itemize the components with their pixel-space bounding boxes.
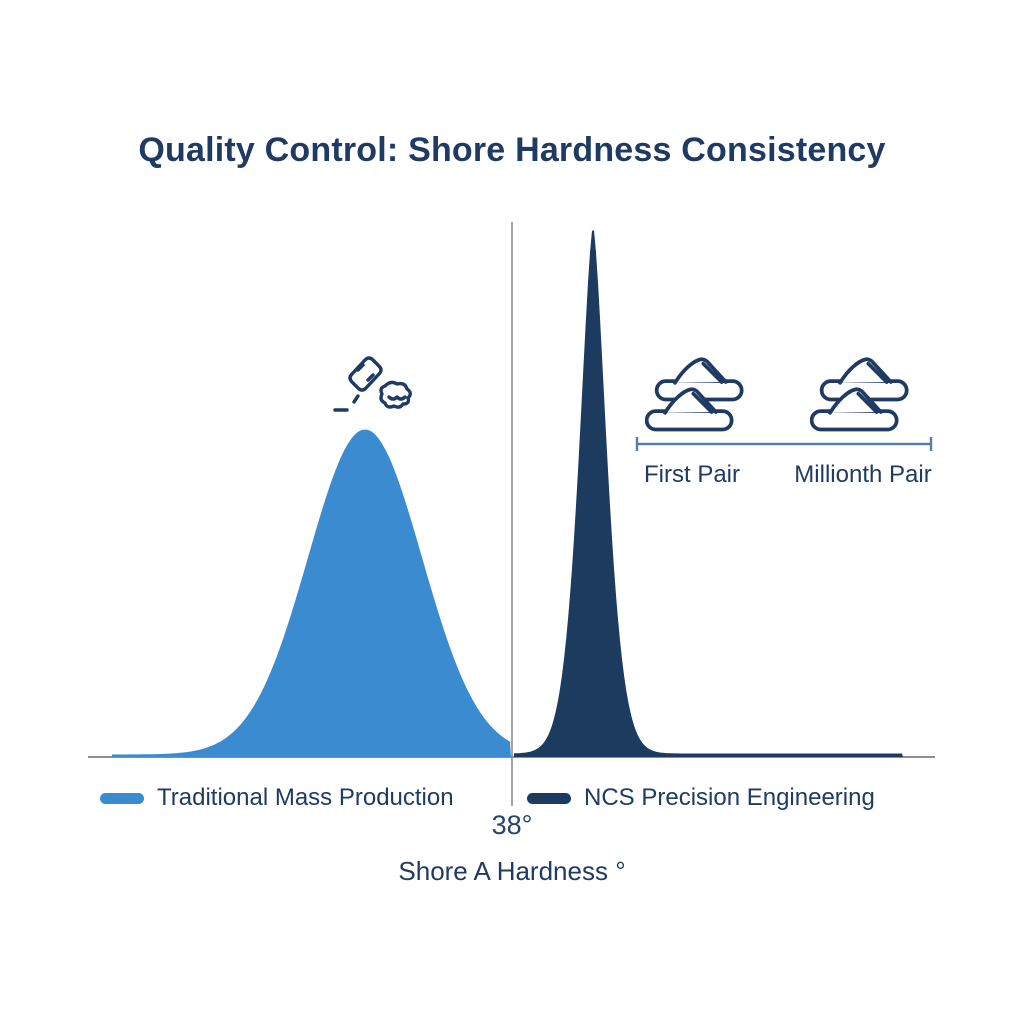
crumbled-pieces-icon [333, 356, 412, 412]
legend-swatch-ncs [527, 792, 571, 804]
legend-label-traditional: Traditional Mass Production [157, 784, 454, 811]
legend-item-ncs: NCS Precision Engineering [527, 784, 875, 812]
first-pair-label: First Pair [644, 461, 740, 488]
millionth-pair-label: Millionth Pair [794, 461, 932, 488]
target-value-label: 38° [491, 810, 533, 840]
legend-label-ncs: NCS Precision Engineering [584, 784, 875, 811]
x-axis-title: Shore A Hardness ° [398, 856, 626, 886]
curve-ncs [514, 230, 903, 758]
slippers-millionth-pair-icon [810, 357, 909, 432]
curve-traditional [112, 429, 511, 757]
legend-item-traditional: Traditional Mass Production [100, 784, 454, 812]
slippers-first-pair-icon [645, 357, 744, 432]
page-title: Quality Control: Shore Hardness Consiste… [138, 131, 886, 169]
legend-swatch-traditional [100, 792, 144, 804]
pair-range-line [635, 437, 933, 451]
